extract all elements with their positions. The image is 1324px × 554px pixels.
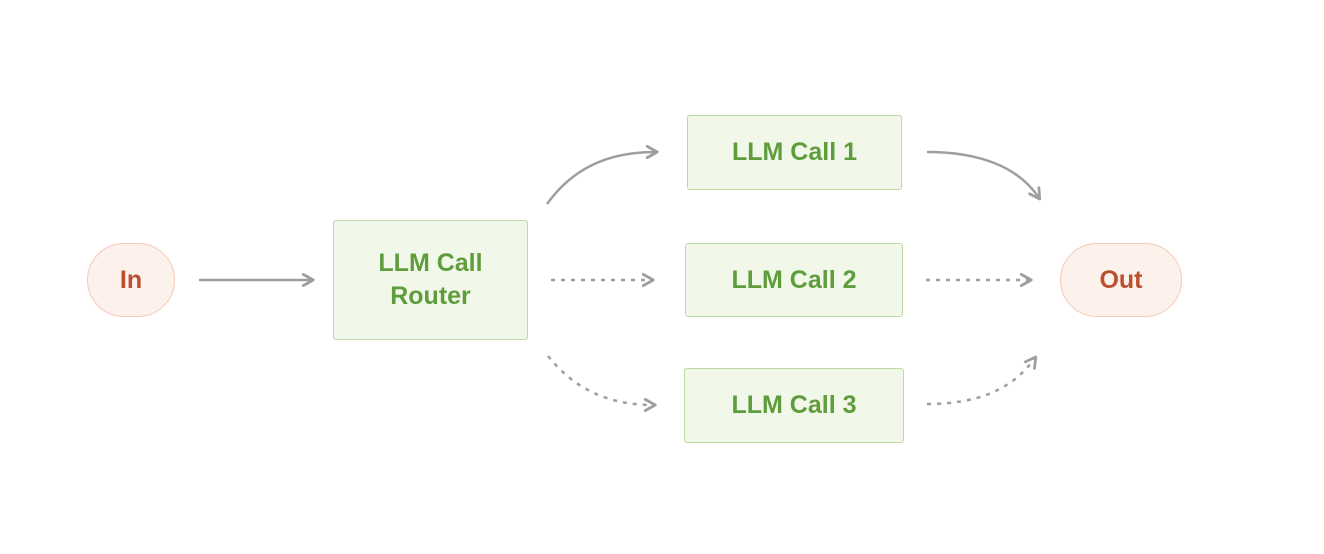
node-router-label: LLM Call Router xyxy=(378,249,483,310)
node-llm-call-3: LLM Call 3 xyxy=(684,368,904,443)
node-output-label: Out xyxy=(1099,265,1143,294)
edge-router-call1 xyxy=(545,145,659,205)
edge-router-call3 xyxy=(547,355,657,412)
node-router: LLM Call Router xyxy=(333,220,528,340)
node-output: Out xyxy=(1060,243,1182,317)
edge-call1-out xyxy=(926,150,1042,201)
node-llm-call-2: LLM Call 2 xyxy=(685,243,903,317)
node-llm-call-2-label: LLM Call 2 xyxy=(731,265,857,294)
node-input: In xyxy=(87,243,175,317)
edge-call3-out xyxy=(926,355,1038,406)
node-llm-call-1: LLM Call 1 xyxy=(687,115,902,190)
node-llm-call-3-label: LLM Call 3 xyxy=(731,391,857,419)
node-llm-call-1-label: LLM Call 1 xyxy=(731,138,857,166)
node-input-label: In xyxy=(119,265,143,294)
